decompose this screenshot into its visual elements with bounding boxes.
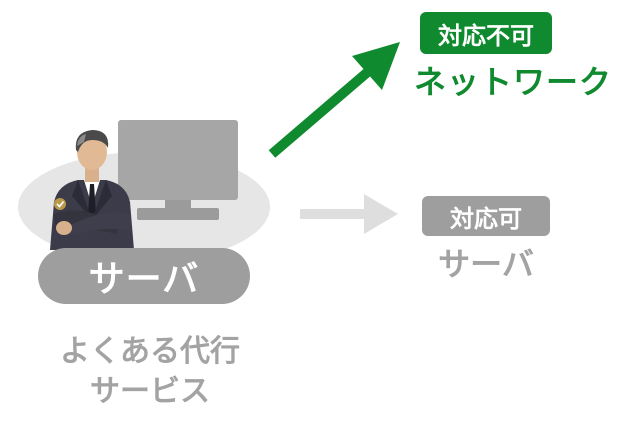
network-label: ネットワーク [414, 63, 613, 101]
provider-label-line2: サービス [90, 374, 210, 409]
businessman-icon [50, 130, 134, 250]
provider-label-line1: よくある代行 [60, 334, 240, 369]
arrow-up-right-icon [268, 42, 400, 158]
monitor-icon [118, 120, 238, 200]
server-label: サーバ [438, 245, 534, 283]
arrow-right-icon [300, 194, 398, 234]
monitor-stand-base [137, 208, 219, 220]
monitor-stand-neck [165, 200, 191, 210]
supported-badge: 対応可 [422, 196, 550, 236]
server-pill: サーバ [38, 248, 250, 304]
unsupported-badge: 対応不可 [420, 12, 552, 54]
provider-label: よくある代行 サービス [40, 332, 260, 412]
